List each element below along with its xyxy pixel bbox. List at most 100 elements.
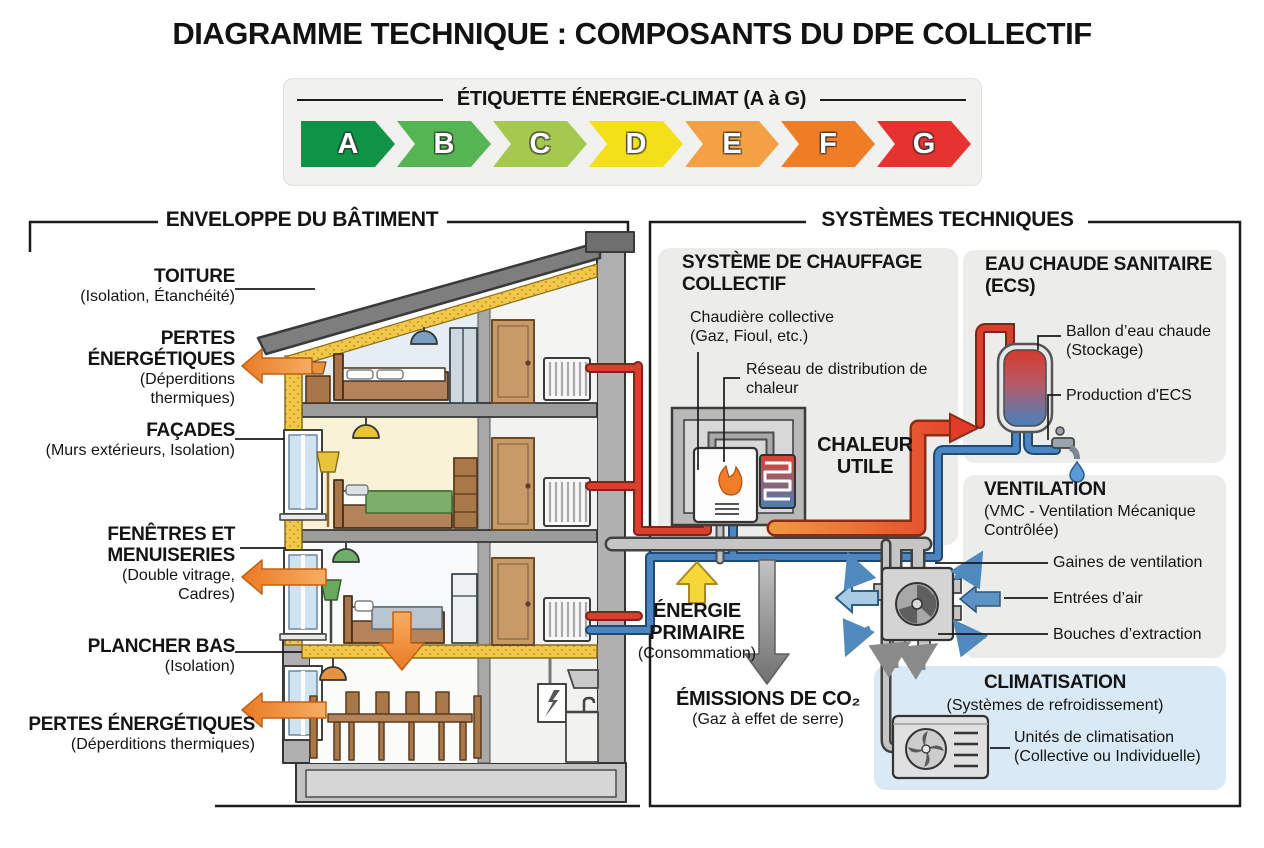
floor-insulation bbox=[301, 644, 598, 659]
electrical-panel-icon bbox=[537, 658, 567, 723]
boiler-icon bbox=[692, 446, 759, 524]
divider bbox=[297, 98, 443, 101]
energy-rating-G: G bbox=[877, 121, 971, 167]
water-tank-icon bbox=[996, 342, 1054, 434]
ventilation-subtitle: (VMC - Ventilation Mécanique Contrôlée) bbox=[984, 503, 1196, 539]
window-floor3 bbox=[279, 549, 327, 641]
range-hood-icon bbox=[567, 669, 599, 689]
label-fenetres: FENÊTRES ET MENUISERIES (Double vitrage,… bbox=[107, 524, 235, 603]
sink-icon bbox=[565, 696, 599, 763]
air-inlets-label: Entrées d’air bbox=[1053, 590, 1143, 607]
energy-label-title: ÉTIQUETTE ÉNERGIE-CLIMAT (A à G) bbox=[456, 88, 807, 110]
tank-label: Ballon d’eau chaude (Stockage) bbox=[1066, 323, 1212, 359]
airflow-arrows bbox=[834, 550, 1001, 680]
fan-icon bbox=[895, 582, 939, 626]
ac-units-label: Unités de climatisation (Collective ou I… bbox=[1014, 729, 1201, 765]
label-facades: FAÇADES (Murs extérieurs, Isolation) bbox=[45, 420, 236, 459]
hot-water-system bbox=[975, 323, 1085, 483]
exhaust-air-arrow bbox=[834, 581, 879, 615]
primary-energy-label: ÉNERGIE PRIMAIRE (Consommation) bbox=[637, 600, 757, 662]
envelope-section-header: ENVELOPPE DU BÂTIMENT bbox=[165, 208, 439, 231]
ecs-production-label: Production d'ECS bbox=[1066, 387, 1192, 404]
fridge-icon bbox=[451, 573, 478, 644]
ac-unit-icon bbox=[891, 714, 990, 780]
grille-icon bbox=[954, 731, 978, 768]
door-icon bbox=[491, 557, 535, 646]
flame-icon bbox=[718, 464, 743, 496]
heat-loss-arrow-window bbox=[241, 559, 327, 595]
faucet-icon bbox=[1051, 426, 1080, 460]
floor2-room bbox=[316, 417, 478, 529]
leader-lines bbox=[235, 288, 1061, 749]
climatisation-subtitle: (Systèmes de refroidissement) bbox=[946, 697, 1164, 714]
floor-slabs bbox=[301, 402, 598, 543]
extraction-label: Bouches d’extraction bbox=[1053, 626, 1202, 643]
door-icon bbox=[491, 319, 535, 404]
right-wall bbox=[596, 251, 626, 764]
ducts-label: Gaines de ventilation bbox=[1053, 554, 1203, 571]
network-label: Réseau de distribution de chaleur bbox=[746, 361, 928, 397]
energy-label-header: ÉTIQUETTE ÉNERGIE-CLIMAT (A à G) bbox=[283, 88, 980, 111]
climatisation-title: CLIMATISATION bbox=[983, 672, 1127, 693]
radiator-icon bbox=[543, 477, 591, 527]
energy-rating-F: F bbox=[781, 121, 875, 167]
pendant-lamp-icon bbox=[410, 330, 438, 345]
cold-water-pipe bbox=[587, 425, 1019, 633]
energy-rating-E: E bbox=[685, 121, 779, 167]
ecs-title: EAU CHAUDE SANITAIRE (ECS) bbox=[985, 254, 1212, 297]
bed-icon bbox=[333, 353, 449, 401]
dining-table-icon bbox=[309, 691, 482, 761]
air-inlet-arrow bbox=[958, 584, 1001, 614]
pendant-lamp-icon bbox=[332, 548, 360, 563]
floor-lamp-icon bbox=[316, 451, 340, 527]
heat-exchanger-icon bbox=[759, 454, 796, 509]
heat-loss-arrow-floor bbox=[379, 611, 425, 671]
boiler-label: Chaudière collective (Gaz, Fioul, etc.) bbox=[690, 309, 835, 345]
vmc-unit-icon bbox=[873, 566, 962, 650]
door-icon bbox=[491, 437, 535, 531]
label-pertes-haut: PERTES ÉNERGÉTIQUES (Déperditions thermi… bbox=[87, 328, 236, 407]
radiator-icon bbox=[543, 357, 591, 401]
pendant-lamp-icon bbox=[352, 424, 380, 439]
building-illustration bbox=[256, 231, 635, 803]
ground-room bbox=[309, 658, 482, 761]
co2-arrow bbox=[744, 559, 790, 685]
doors bbox=[491, 319, 535, 646]
label-plancher-bas: PLANCHER BAS (Isolation) bbox=[87, 636, 236, 675]
heat-loss-arrow-wall bbox=[241, 692, 327, 728]
roof bbox=[256, 240, 602, 356]
bookshelf-icon bbox=[453, 457, 478, 529]
label-toiture: TOITURE (Isolation, Étanchéité) bbox=[80, 266, 235, 305]
co2-label: ÉMISSIONS DE CO₂ (Gaz à effet de serre) bbox=[675, 688, 861, 728]
ventilation-title: VENTILATION bbox=[984, 479, 1106, 500]
window-floor2 bbox=[279, 429, 327, 521]
attic-room bbox=[305, 327, 478, 404]
energy-rating-B: B bbox=[397, 121, 491, 167]
energy-rating-D: D bbox=[589, 121, 683, 167]
lightning-icon bbox=[545, 690, 560, 717]
energy-loss-arrows bbox=[241, 348, 425, 728]
systems-section-header: SYSTÈMES TECHNIQUES bbox=[821, 208, 1074, 231]
useful-heat-label: CHALEUR UTILE bbox=[817, 434, 913, 478]
heating-title: SYSTÈME DE CHAUFFAGE COLLECTIF bbox=[682, 252, 922, 295]
energy-rating-A: A bbox=[301, 121, 395, 167]
utility-area bbox=[537, 658, 599, 763]
heat-loss-arrow-roof bbox=[241, 348, 313, 384]
divider bbox=[820, 98, 967, 101]
hot-water-pipe bbox=[587, 363, 710, 619]
label-pertes-bas: PERTES ÉNERGÉTIQUES (Déperditions thermi… bbox=[28, 714, 255, 753]
page-title: DIAGRAMME TECHNIQUE : COMPOSANTS DU DPE … bbox=[172, 16, 1092, 51]
useful-heat-arrow bbox=[766, 412, 981, 537]
ventilation-duct bbox=[607, 539, 930, 571]
distribution-pipe bbox=[709, 433, 773, 455]
water-drop-icon bbox=[1069, 460, 1085, 483]
pendant-lamp-icon bbox=[319, 666, 347, 681]
radiator-icon bbox=[543, 597, 591, 642]
bed-icon bbox=[333, 479, 453, 529]
primary-energy-arrow bbox=[676, 561, 718, 604]
boiler-room-icon bbox=[670, 406, 807, 527]
wardrobe-icon bbox=[449, 327, 478, 404]
